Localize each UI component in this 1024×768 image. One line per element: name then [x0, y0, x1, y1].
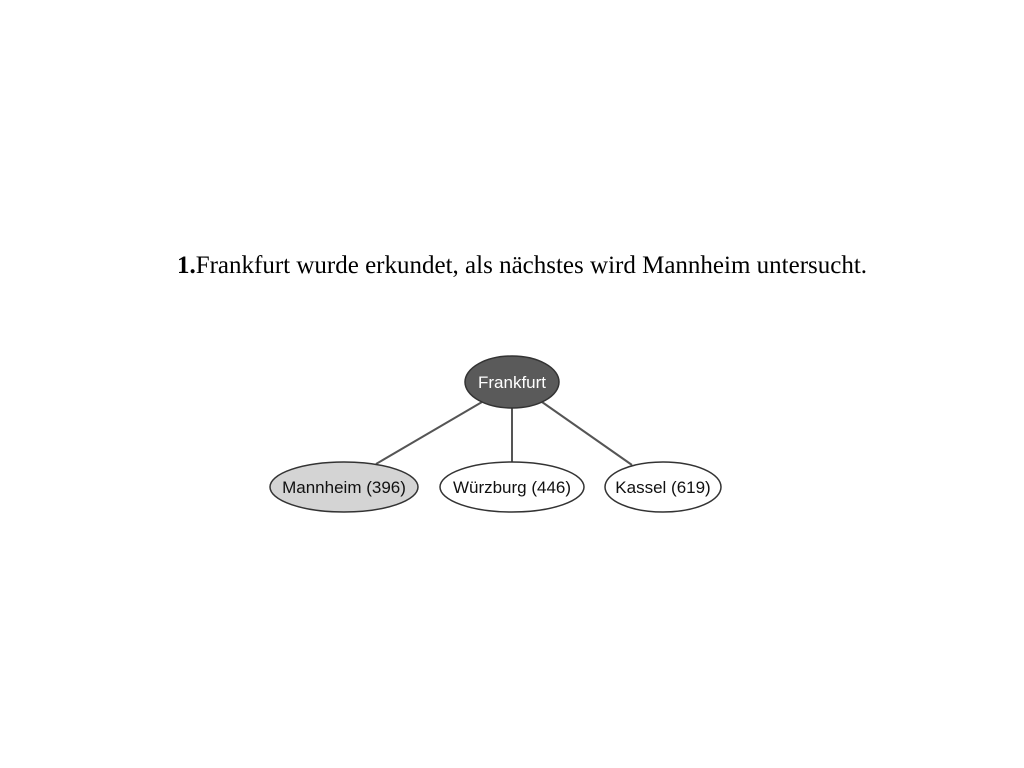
node-wuerzburg: Würzburg (446): [439, 461, 585, 513]
edge-frankfurt-kassel: [541, 401, 633, 466]
node-mannheim: Mannheim (396): [269, 461, 419, 513]
node-wuerzburg-shape: [439, 461, 585, 513]
node-mannheim-label: Mannheim (396): [282, 478, 406, 497]
node-frankfurt: Frankfurt: [464, 355, 560, 409]
node-kassel: Kassel (619): [604, 461, 722, 513]
caption-text: Frankfurt wurde erkundet, als nächstes w…: [195, 252, 868, 279]
node-wuerzburg-label: Würzburg (446): [453, 478, 571, 497]
node-frankfurt-shape: [464, 355, 560, 409]
edge-frankfurt-mannheim: [375, 401, 483, 465]
step-number: 1.: [176, 252, 196, 279]
node-kassel-label: Kassel (619): [615, 478, 710, 497]
node-kassel-shape: [604, 461, 722, 513]
node-frankfurt-label: Frankfurt: [478, 373, 546, 392]
slide-caption: 1.Frankfurt wurde erkundet, als nächstes…: [0, 252, 1024, 280]
node-mannheim-shape: [269, 461, 419, 513]
